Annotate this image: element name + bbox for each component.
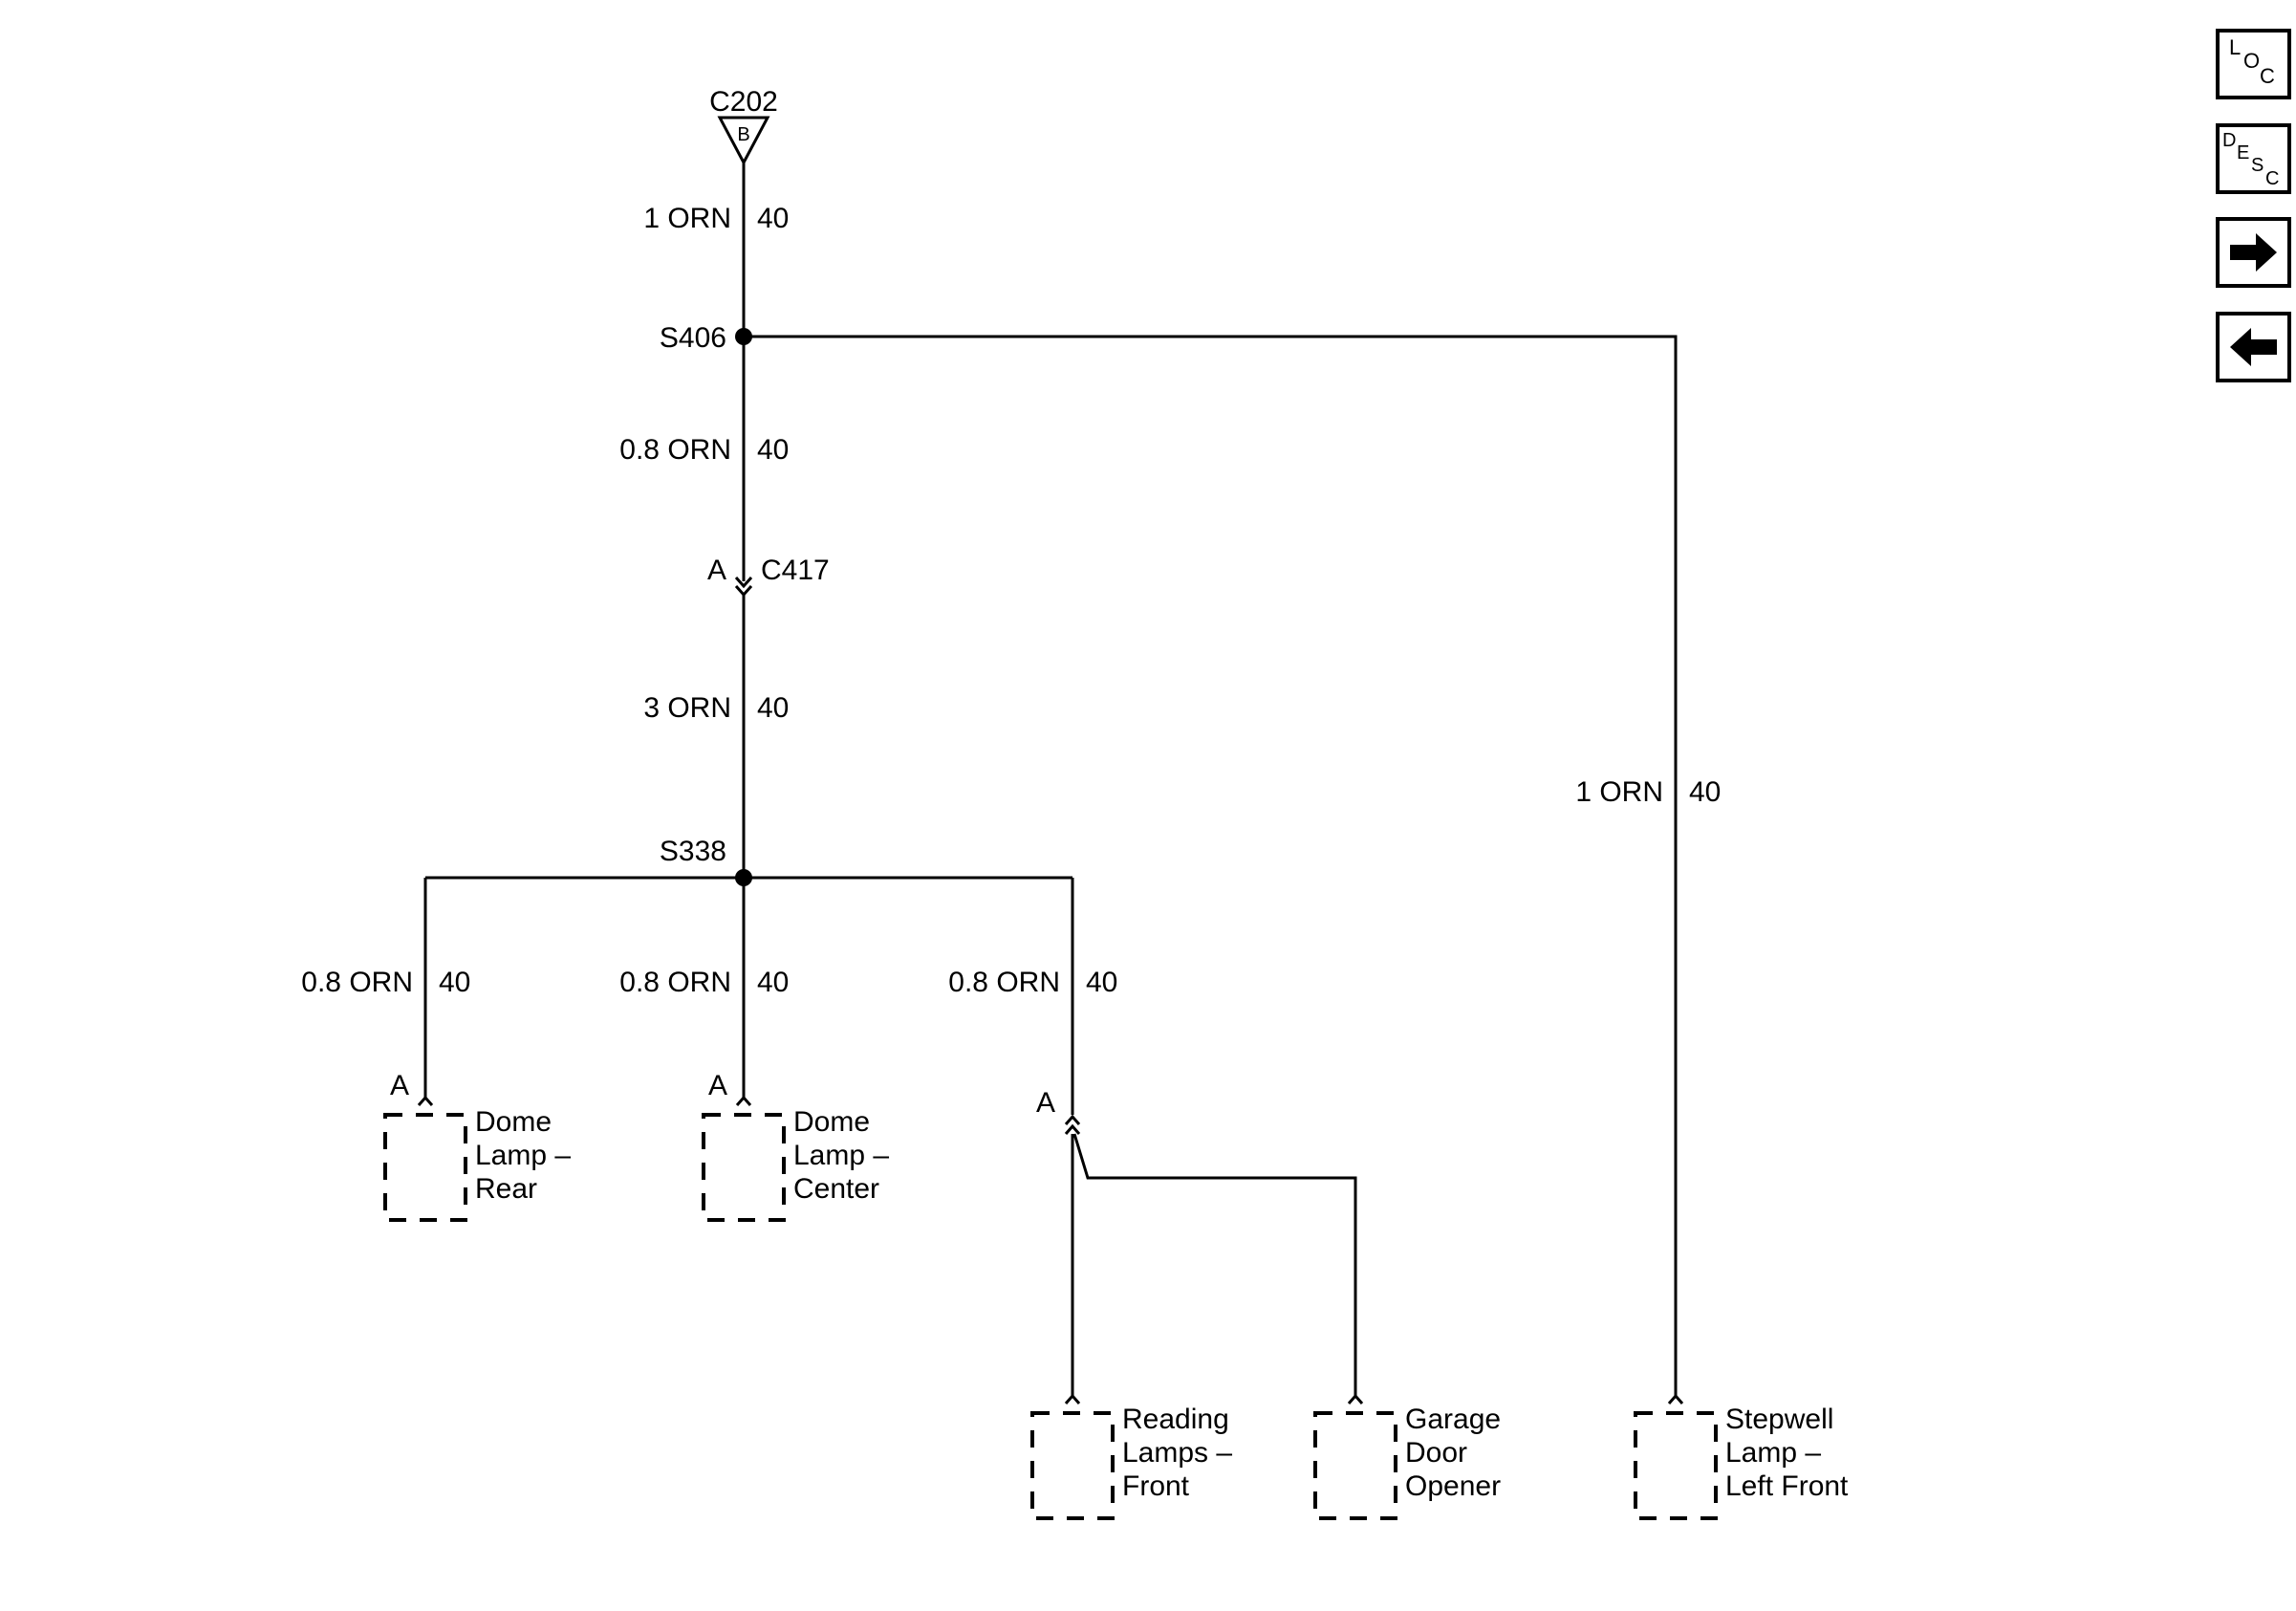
connector-c202-pin: B [737,124,749,145]
wire-circuit-s406-c417: 40 [757,434,789,466]
terminal-reading-front [1064,1393,1081,1404]
component-stepwell-label: Stepwell Lamp – Left Front [1725,1404,1849,1502]
wire-circuit-dome-rear: 40 [439,967,470,998]
connector-c417-label: C417 [761,555,830,586]
connector-reading-split [1064,1114,1081,1135]
wire-gauge-dome-rear: 0.8 ORN [301,967,413,998]
wire-gauge-c202-s406: 1 ORN [643,203,731,234]
wire-circuit-c202-s406: 40 [757,203,789,234]
desc-letter-s: S [2251,155,2264,176]
terminal-dome-center [735,1095,752,1106]
desc-letter-c: C [2265,168,2279,189]
wire-circuit-dome-center: 40 [757,967,789,998]
component-dome-rear-label: Dome Lamp – Rear [475,1106,578,1205]
component-reading-front-label: Reading Lamps – Front [1122,1404,1240,1502]
loc-letter-c: C [2260,64,2275,88]
previous-page-button[interactable] [2216,312,2291,382]
component-reading-front [1030,1411,1115,1520]
component-dome-rear [383,1113,467,1222]
terminal-garage-door [1347,1393,1364,1404]
wire-gauge-stepwell: 1 ORN [1575,776,1663,808]
desc-button[interactable]: D E S C [2216,123,2291,194]
connector-c417-pin: A [707,555,726,586]
wire-circuit-reading: 40 [1086,967,1117,998]
component-dome-center-label: Dome Lamp – Center [793,1106,897,1205]
wire-gauge-c417-s338: 3 ORN [643,692,731,724]
next-page-button[interactable] [2216,217,2291,288]
wire-gauge-reading: 0.8 ORN [948,967,1060,998]
connector-c202: C202 B [709,86,778,166]
component-garage-door [1313,1411,1397,1520]
connector-c202-label: C202 [709,86,778,118]
pin-reading-split: A [1036,1087,1055,1119]
terminal-stepwell [1667,1393,1684,1404]
component-stepwell [1634,1411,1718,1520]
pin-dome-rear: A [390,1070,409,1101]
wire-gauge-dome-center: 0.8 ORN [619,967,731,998]
wire-circuit-c417-s338: 40 [757,692,789,724]
splice-s406-label: S406 [660,322,726,354]
terminal-dome-rear [417,1095,434,1106]
desc-letter-e: E [2237,142,2249,163]
loc-letter-l: L [2229,35,2241,59]
wire-s406-stepwell [744,335,1678,1396]
component-garage-door-label: Garage Door Opener [1405,1404,1508,1502]
arrow-left-icon [2230,328,2277,366]
loc-button[interactable]: L O C [2216,29,2291,99]
connector-c417: A C417 [707,555,830,598]
loc-letter-o: O [2243,49,2260,73]
splice-s338-label: S338 [660,836,726,867]
wire-garage-door [1072,1133,1357,1396]
connector-c202-symbol [717,116,770,166]
desc-letter-d: D [2222,130,2236,151]
wire-gauge-s406-c417: 0.8 ORN [619,434,731,466]
component-dome-center [702,1113,786,1222]
pin-dome-center: A [708,1070,727,1101]
wire-circuit-stepwell: 40 [1689,776,1721,808]
arrow-right-icon [2230,233,2277,272]
